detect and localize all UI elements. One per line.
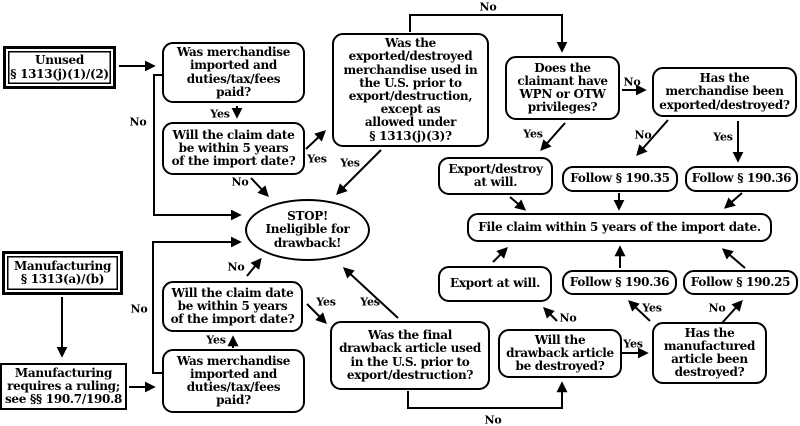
edge-label-no: No (130, 302, 148, 316)
node-follow-190-25: Follow § 190.25 (683, 270, 798, 295)
edge-label-yes: Yes (316, 295, 336, 309)
node-question-merchandise-exported: Has the merchandise been exported/destro… (652, 67, 797, 117)
node-unused-header: Unused § 1313(j)(1)/(2) (3, 46, 116, 89)
edge-label-yes: Yes (713, 130, 733, 144)
node-file-claim: File claim within 5 years of the import … (467, 213, 772, 242)
edge-label-no: No (227, 260, 245, 274)
edge-label-no: No (484, 413, 502, 426)
edge-label-yes: Yes (340, 156, 360, 170)
node-question-wpn-otw-privileges: Does the claimant have WPN or OTW privil… (505, 56, 620, 120)
edge-label-no: No (129, 115, 147, 129)
node-question-claim-date-top: Will the claim date be within 5 years of… (162, 122, 305, 175)
edge-label-yes: Yes (206, 333, 226, 347)
edge-label-no: No (479, 0, 497, 14)
node-question-merchandise-imported-top: Was merchandise imported and duties/tax/… (162, 42, 305, 103)
edge-label-yes: Yes (623, 337, 643, 351)
node-question-merchandise-used-before-export: Was the exported/destroyed merchandise u… (332, 33, 489, 147)
node-follow-190-35: Follow § 190.35 (562, 166, 678, 192)
edge-label-no: No (708, 301, 726, 315)
node-question-drawback-article-destroyed: Will the drawback article be destroyed? (498, 329, 622, 378)
edge-label-yes: Yes (307, 152, 327, 166)
edge-label-yes: Yes (360, 295, 380, 309)
edge-label-yes: Yes (210, 107, 230, 121)
edge-label-yes: Yes (642, 301, 662, 315)
node-question-manufactured-article-destroyed: Has the manufactured article been destro… (652, 322, 767, 384)
edge-label-no: No (559, 311, 577, 325)
node-question-claim-date-bottom: Will the claim date be within 5 years of… (162, 281, 303, 332)
node-question-final-article-used: Was the final drawback article used in t… (330, 321, 490, 390)
node-manufacturing-ruling: Manufacturing requires a ruling; see §§ … (0, 363, 127, 410)
node-question-merchandise-imported-bottom: Was merchandise imported and duties/tax/… (162, 349, 305, 413)
node-manufacturing-header: Manufacturing § 1313(a)/(b) (2, 251, 123, 295)
edge-label-no: No (231, 175, 249, 189)
node-export-at-will: Export at will. (438, 266, 552, 302)
node-follow-190-36-top: Follow § 190.36 (685, 166, 798, 192)
node-stop-ineligible: STOP! Ineligible for drawback! (245, 199, 370, 261)
edge-label-no: No (634, 128, 652, 142)
node-export-destroy-at-will: Export/destroy at will. (438, 157, 553, 195)
edge-label-yes: Yes (523, 127, 543, 141)
node-follow-190-36-bottom: Follow § 190.36 (562, 270, 677, 295)
edge-label-no: No (623, 75, 641, 89)
